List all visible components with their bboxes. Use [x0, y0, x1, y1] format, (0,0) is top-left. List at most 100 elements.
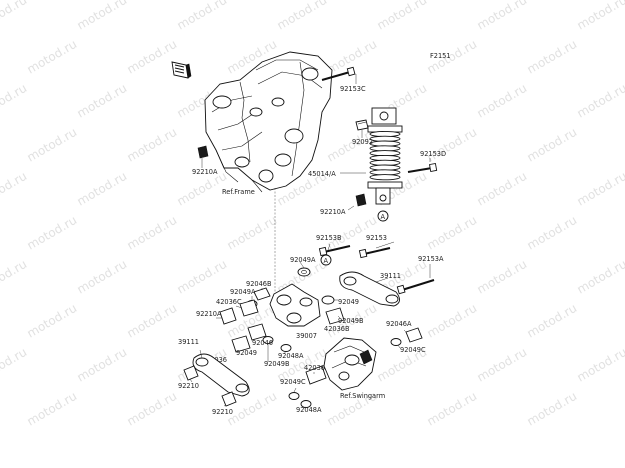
marker-a-shock: [377, 210, 389, 222]
watermark-text: motod.ru: [125, 213, 180, 253]
nut-92210a-mid: [355, 193, 367, 207]
label-92153B: 92153B: [316, 234, 342, 242]
rocker-arm-39007: [269, 283, 321, 327]
label-92092: 92092: [352, 138, 373, 146]
watermark-text: motod.ru: [125, 37, 180, 77]
leader-lines: [189, 241, 407, 409]
watermark-text: motod.ru: [525, 213, 580, 253]
seal-92049a-top: [297, 267, 311, 277]
bolt-92153a: [396, 279, 435, 295]
watermark-text: motod.ru: [75, 169, 130, 209]
marker-a-link-label: A: [324, 257, 329, 265]
collar-42036c: [239, 299, 259, 317]
watermark-text: motod.ru: [425, 301, 480, 341]
watermark-text: motod.ru: [525, 301, 580, 341]
label-92210A-mid: 92210A: [320, 208, 346, 216]
label-92048A: 92048A: [278, 352, 304, 360]
watermark-text: motod.ru: [125, 389, 180, 429]
washer-92048a-mid: [280, 344, 292, 352]
watermark-text: motod.ru: [25, 37, 80, 77]
label-92046: 92046: [252, 339, 273, 347]
bushing-92092: [355, 119, 369, 131]
label-92210-a: 92210: [178, 382, 199, 390]
label-92049-left: 92049: [236, 349, 257, 357]
collar-stack-left: [231, 323, 274, 353]
label-39111-top: 39111: [380, 272, 401, 280]
watermark-text: motod.ru: [25, 301, 80, 341]
label-92153A: 92153A: [418, 255, 444, 263]
kawasaki-book-icon: [171, 61, 192, 79]
diagram-code: F2151: [430, 52, 451, 60]
watermark-text: motod.ru: [75, 345, 130, 385]
watermark-text: motod.ru: [25, 389, 80, 429]
watermark-text: motod.ru: [575, 345, 625, 385]
watermark-text: motod.ru: [125, 125, 180, 165]
label-92153D: 92153D: [420, 150, 446, 158]
label-92049A-left: 92049A: [230, 288, 256, 296]
label-92049B-low: 92049B: [264, 360, 290, 368]
shock-absorber: [367, 107, 403, 205]
bolt-92153: [358, 247, 391, 259]
label-92210-b: 92210: [212, 408, 233, 416]
watermark-text: motod.ru: [0, 345, 29, 385]
tie-rod-39111-top: [339, 271, 400, 307]
bushing-92046a: [405, 327, 423, 343]
watermark-text: motod.ru: [0, 169, 29, 209]
watermark-text: motod.ru: [75, 81, 130, 121]
label-45014A: 45014/A: [308, 170, 336, 178]
watermark-text: motod.ru: [175, 257, 230, 297]
seal-92049c-right: [390, 338, 402, 346]
watermark-text: motod.ru: [425, 213, 480, 253]
watermark-text: motod.ru: [475, 345, 530, 385]
watermark-text: motod.ru: [475, 169, 530, 209]
label-92049C-right: 92049C: [400, 346, 426, 354]
label-92046B: 92046B: [246, 280, 272, 288]
watermark-text: motod.ru: [525, 125, 580, 165]
bolt-92153c: [321, 66, 356, 81]
collar-42036b: [325, 307, 345, 325]
watermark-text: motod.ru: [425, 125, 480, 165]
washer-92048a-low: [300, 400, 312, 408]
watermark-text: motod.ru: [25, 213, 80, 253]
watermark-text: motod.ru: [525, 389, 580, 429]
watermark-text: motod.ru: [0, 0, 29, 33]
label-92049A-top: 92049A: [290, 256, 316, 264]
nut-92210a-left: [219, 307, 237, 325]
watermark-text: motod.ru: [0, 81, 29, 121]
label-92210A-top: 92210A: [192, 168, 218, 176]
nut-92210-a: [183, 365, 199, 381]
tie-rod-39111-low: [192, 353, 250, 397]
label-92049B-mid: 92049B: [338, 317, 364, 325]
label-39007: 39007: [296, 332, 317, 340]
watermark-text: motod.ru: [75, 0, 130, 33]
watermark-text: motod.ru: [375, 0, 430, 33]
label-39111-low: 39111: [178, 338, 199, 346]
seal-92049c-low: [288, 392, 300, 400]
seal-92049-mid: [321, 295, 335, 305]
label-92046A: 92046A: [386, 320, 412, 328]
watermark-text: motod.ru: [325, 213, 380, 253]
watermark-text: motod.ru: [0, 257, 29, 297]
label-42036A: 42036A: [304, 364, 330, 372]
swingarm-drawing: [323, 337, 377, 391]
ref-frame-label: Ref.Frame: [222, 188, 255, 196]
bolt-92153d: [407, 163, 438, 173]
marker-a-shock-label: A: [381, 213, 386, 221]
watermark-text: motod.ru: [75, 257, 130, 297]
collar-42036a: [305, 365, 327, 385]
watermark-text: motod.ru: [25, 125, 80, 165]
label-92049-mid: 92049: [338, 298, 359, 306]
label-92153: 92153: [366, 234, 387, 242]
watermark-text: motod.ru: [575, 81, 625, 121]
ref-swingarm-label: Ref.Swingarm: [340, 392, 385, 400]
watermark-text: motod.ru: [525, 37, 580, 77]
label-92210A-left: 92210A: [196, 310, 222, 318]
watermark-text: motod.ru: [225, 213, 280, 253]
marker-a-link: [320, 254, 332, 266]
watermark-text: motod.ru: [275, 0, 330, 33]
watermark-text: motod.ru: [575, 0, 625, 33]
watermark-text: motod.ru: [425, 389, 480, 429]
label-92153C: 92153C: [340, 85, 366, 93]
